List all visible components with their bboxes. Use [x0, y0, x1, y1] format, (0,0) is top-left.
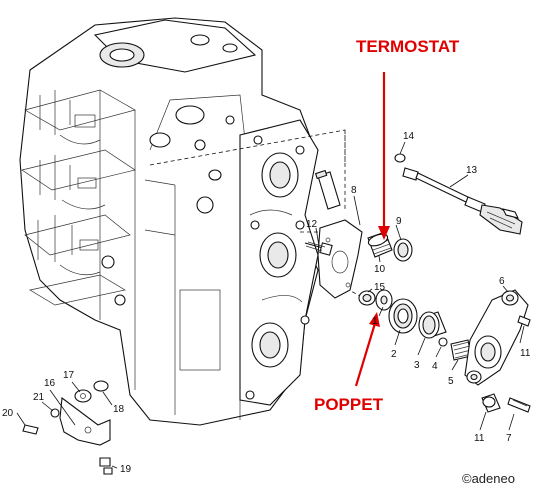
engine-block [19, 17, 319, 426]
part-number-label: 17 [63, 370, 75, 381]
part-number-label: 8 [351, 185, 357, 196]
fitting-11-lower [481, 393, 501, 413]
poppet-label: POPPET [314, 395, 384, 414]
o-ring-14 [394, 153, 406, 163]
temperature-sensor [402, 167, 523, 235]
screws-19 [99, 457, 113, 475]
thermostat-part [367, 231, 393, 258]
part-number-label: 19 [120, 464, 132, 475]
part-number-label: 10 [374, 264, 386, 275]
termostat-label: TERMOSTAT [356, 37, 460, 56]
termostat-arrow [378, 72, 390, 240]
nut-17 [74, 389, 92, 403]
part-number-label: 11 [474, 433, 485, 444]
part-number-label: 1 [372, 316, 378, 327]
gasket [317, 219, 363, 299]
part-number-label: 2 [391, 349, 397, 360]
bolt-7 [507, 397, 531, 413]
part-number-label: 9 [396, 216, 402, 227]
part-number-label: 5 [448, 376, 454, 387]
mounting-bracket [59, 396, 111, 446]
part-number-label: 11 [520, 348, 531, 359]
poppet-arrow [354, 312, 380, 387]
part-number-label: 21 [33, 392, 45, 403]
poppet-seal-15 [358, 290, 376, 306]
part-number-label: 18 [113, 404, 125, 415]
poppet-part [375, 289, 393, 311]
part-number-label: 16 [44, 378, 56, 389]
part-number-label: 3 [414, 360, 420, 371]
poppet-seat [388, 298, 418, 334]
bushing-18 [93, 380, 109, 392]
part-number-label: 4 [432, 361, 438, 372]
part-number-label: 6 [499, 276, 505, 287]
copyright-label: ©adeneo [462, 471, 515, 486]
thermostat-seal [393, 238, 413, 262]
sealant-tube-icon [314, 169, 341, 210]
poppet-cover [464, 289, 529, 386]
washer-4 [438, 337, 448, 347]
part-number-label: 12 [306, 219, 318, 230]
bolt-11-upper [517, 315, 531, 327]
poppet-sleeve [418, 311, 447, 339]
bolt-12 [304, 241, 333, 256]
leader-lines [16, 141, 525, 469]
part-number-label: 7 [506, 433, 512, 444]
part-number-label: 14 [403, 131, 415, 142]
screw-20 [22, 424, 39, 435]
part-number-label: 13 [466, 165, 478, 176]
part-number-label: 15 [374, 282, 386, 293]
part-number-label: 20 [2, 408, 14, 419]
